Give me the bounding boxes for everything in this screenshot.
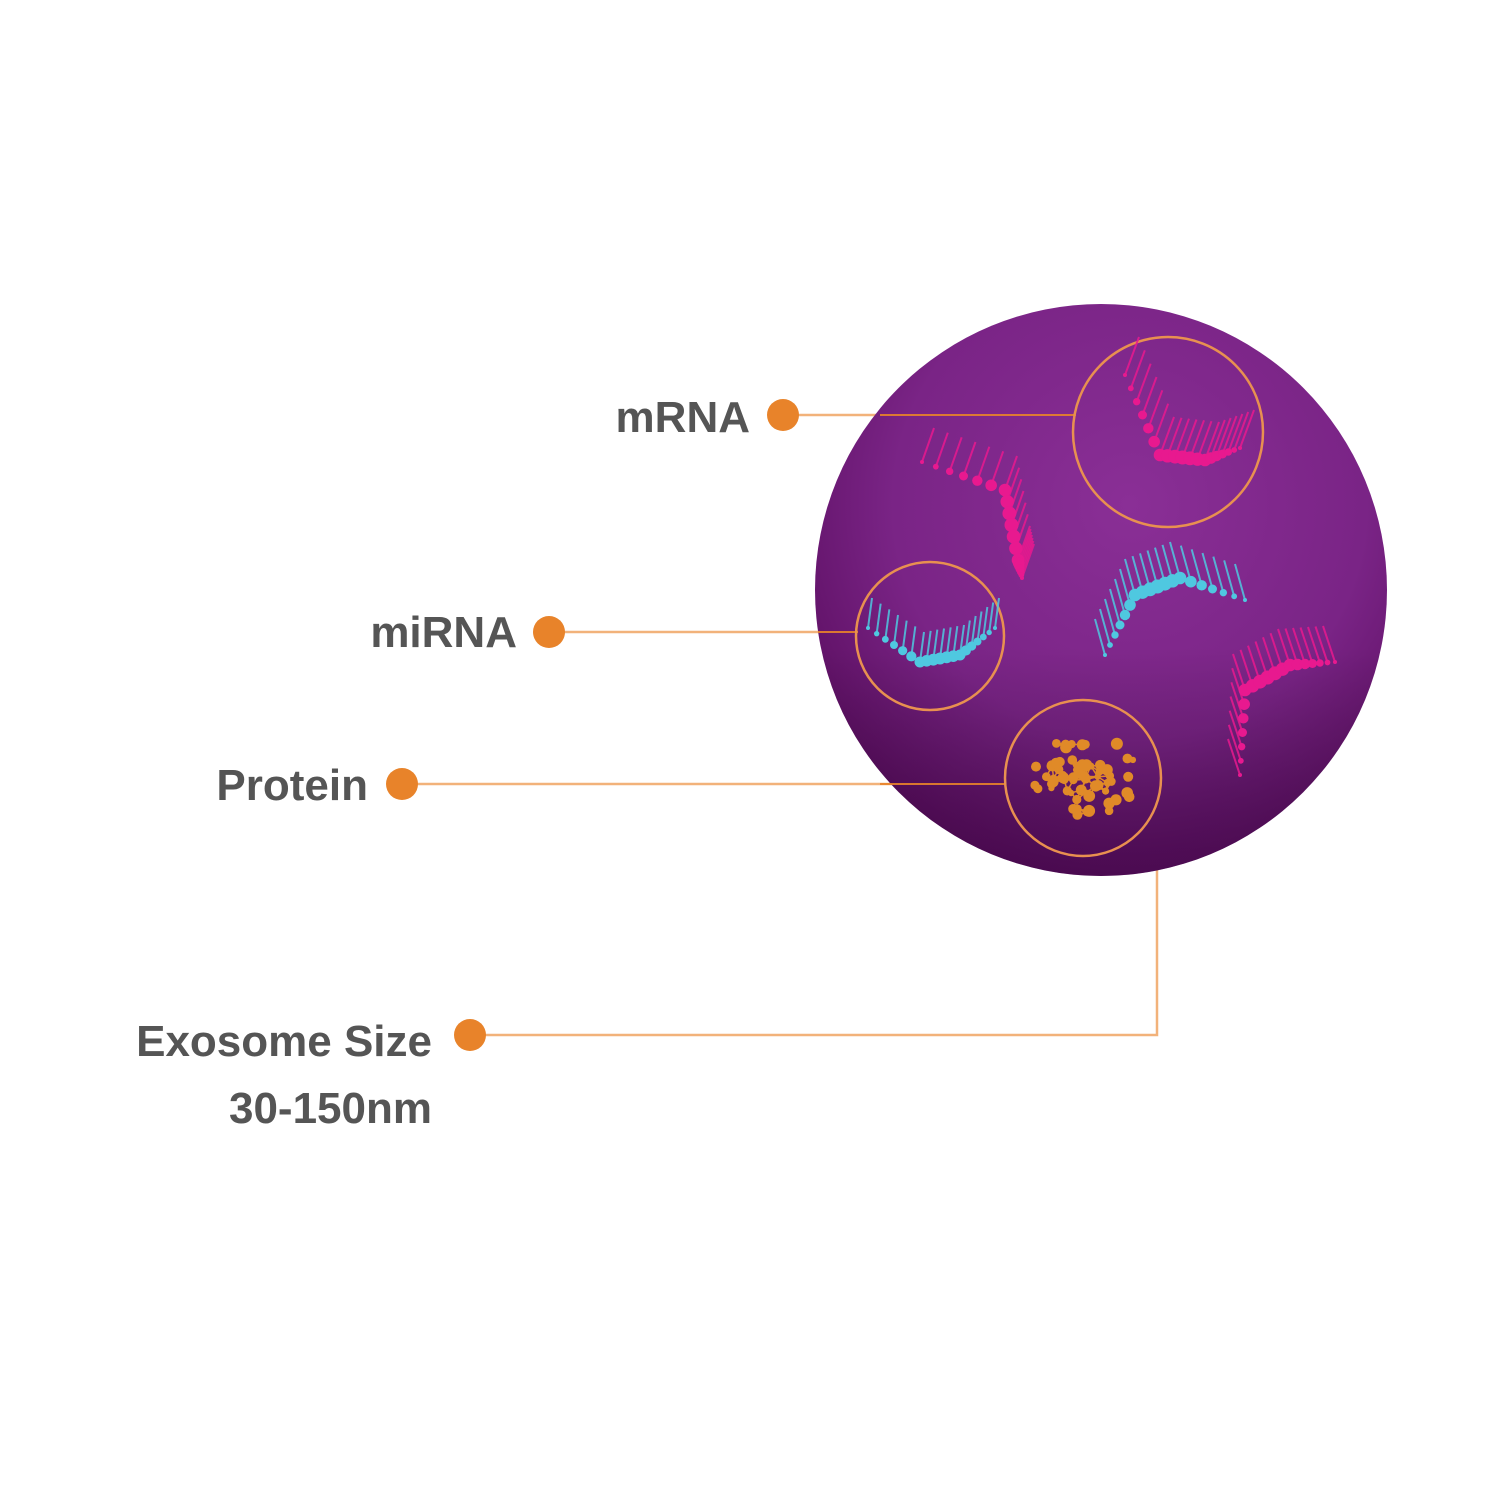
callout-dots (386, 399, 799, 1051)
protein-cluster-icon (1030, 737, 1137, 820)
magnifier-rings (854, 335, 1265, 858)
strands (866, 336, 1337, 777)
exosome-size-label: Exosome Size (136, 1017, 432, 1066)
mirna-label: miRNA (370, 608, 517, 657)
protein-callout-dot (386, 768, 418, 800)
mrna-label: mRNA (616, 393, 750, 442)
mirna-magnifier-ring (854, 560, 1006, 712)
mirna-strand-icon (1094, 541, 1247, 657)
mrna-magnifier-ring (1071, 335, 1265, 529)
mrna-callout-dot (767, 399, 799, 431)
mrna-strand-icon (1123, 336, 1255, 467)
mirna-strand-icon (866, 597, 1000, 668)
protein-label: Protein (216, 761, 368, 810)
protein-magnifier-ring (1003, 698, 1163, 858)
size-callout-dot (454, 1019, 486, 1051)
exosome-sphere-icon (815, 304, 1387, 876)
mrna-strand-icon (1227, 625, 1337, 777)
mrna-strand-icon (920, 427, 1035, 580)
mirna-callout-dot (533, 616, 565, 648)
size-callout-line (470, 866, 1159, 1037)
exosome-size-value: 30-150nm (229, 1084, 432, 1133)
